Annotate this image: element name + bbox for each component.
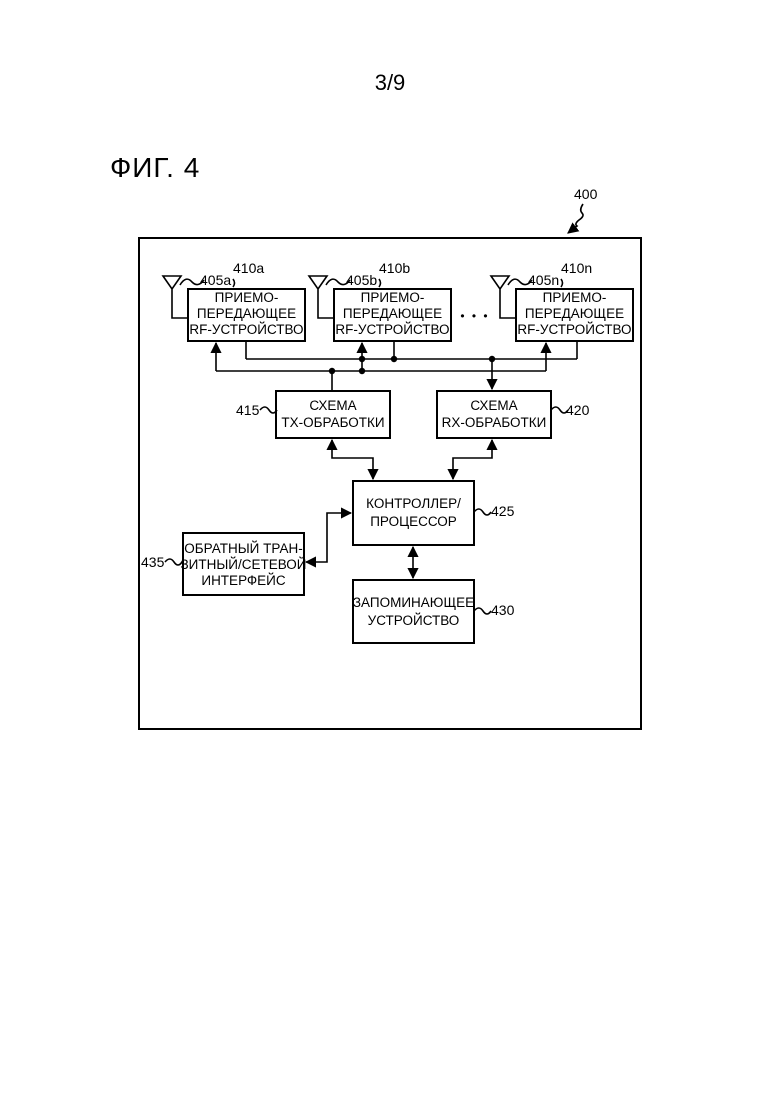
transceiver-ref: 410b bbox=[379, 260, 410, 276]
backhaul-label-line3: ИНТЕРФЕЙС bbox=[201, 573, 286, 588]
ref-400: 400 bbox=[574, 186, 598, 202]
controller-label-line2: ПРОЦЕССОР bbox=[370, 514, 457, 529]
rx-label-line1: СХЕМА bbox=[470, 398, 517, 413]
rx-label-line2: RX-ОБРАБОТКИ bbox=[442, 415, 547, 430]
transceiver-label-line1: ПРИЕМО- bbox=[215, 290, 279, 305]
transceiver-ref: 410n bbox=[561, 260, 592, 276]
tx-label-line2: TX-ОБРАБОТКИ bbox=[281, 415, 384, 430]
ellipsis: • • • bbox=[460, 309, 489, 323]
transceiver-label-line2: ПЕРЕДАЮЩЕЕ bbox=[343, 306, 442, 321]
antenna-ref: 405b bbox=[346, 272, 377, 288]
memory-label-line2: УСТРОЙСТВО bbox=[368, 613, 460, 628]
transceiver-label-line3: RF-УСТРОЙСТВО bbox=[517, 322, 631, 337]
transceiver-label-line3: RF-УСТРОЙСТВО bbox=[335, 322, 449, 337]
antenna-ref: 405n bbox=[528, 272, 559, 288]
backhaul-ref: 435 bbox=[141, 554, 165, 570]
transceiver-label-line2: ПЕРЕДАЮЩЕЕ bbox=[197, 306, 296, 321]
memory-block bbox=[353, 580, 474, 643]
transceiver-ref: 410a bbox=[233, 260, 264, 276]
backhaul-label-line2: ЗИТНЫЙ/СЕТЕВОЙ bbox=[180, 557, 306, 572]
backhaul-label-line1: ОБРАТНЫЙ ТРАН- bbox=[184, 541, 302, 556]
controller-block bbox=[353, 481, 474, 545]
transceiver-label-line1: ПРИЕМО- bbox=[361, 290, 425, 305]
transceiver-label-line3: RF-УСТРОЙСТВО bbox=[189, 322, 303, 337]
rx-ref: 420 bbox=[566, 402, 590, 418]
controller-label-line1: КОНТРОЛЛЕР/ bbox=[366, 496, 461, 511]
transceiver-label-line1: ПРИЕМО- bbox=[543, 290, 607, 305]
memory-ref: 430 bbox=[491, 602, 515, 618]
transceiver-label-line2: ПЕРЕДАЮЩЕЕ bbox=[525, 306, 624, 321]
memory-label-line1: ЗАПОМИНАЮЩЕЕ bbox=[353, 595, 474, 610]
controller-ref: 425 bbox=[491, 503, 515, 519]
ref-400-leader bbox=[568, 204, 583, 233]
tx-label-line1: СХЕМА bbox=[309, 398, 356, 413]
antenna-ref: 405a bbox=[200, 272, 231, 288]
tx-ref: 415 bbox=[236, 402, 260, 418]
